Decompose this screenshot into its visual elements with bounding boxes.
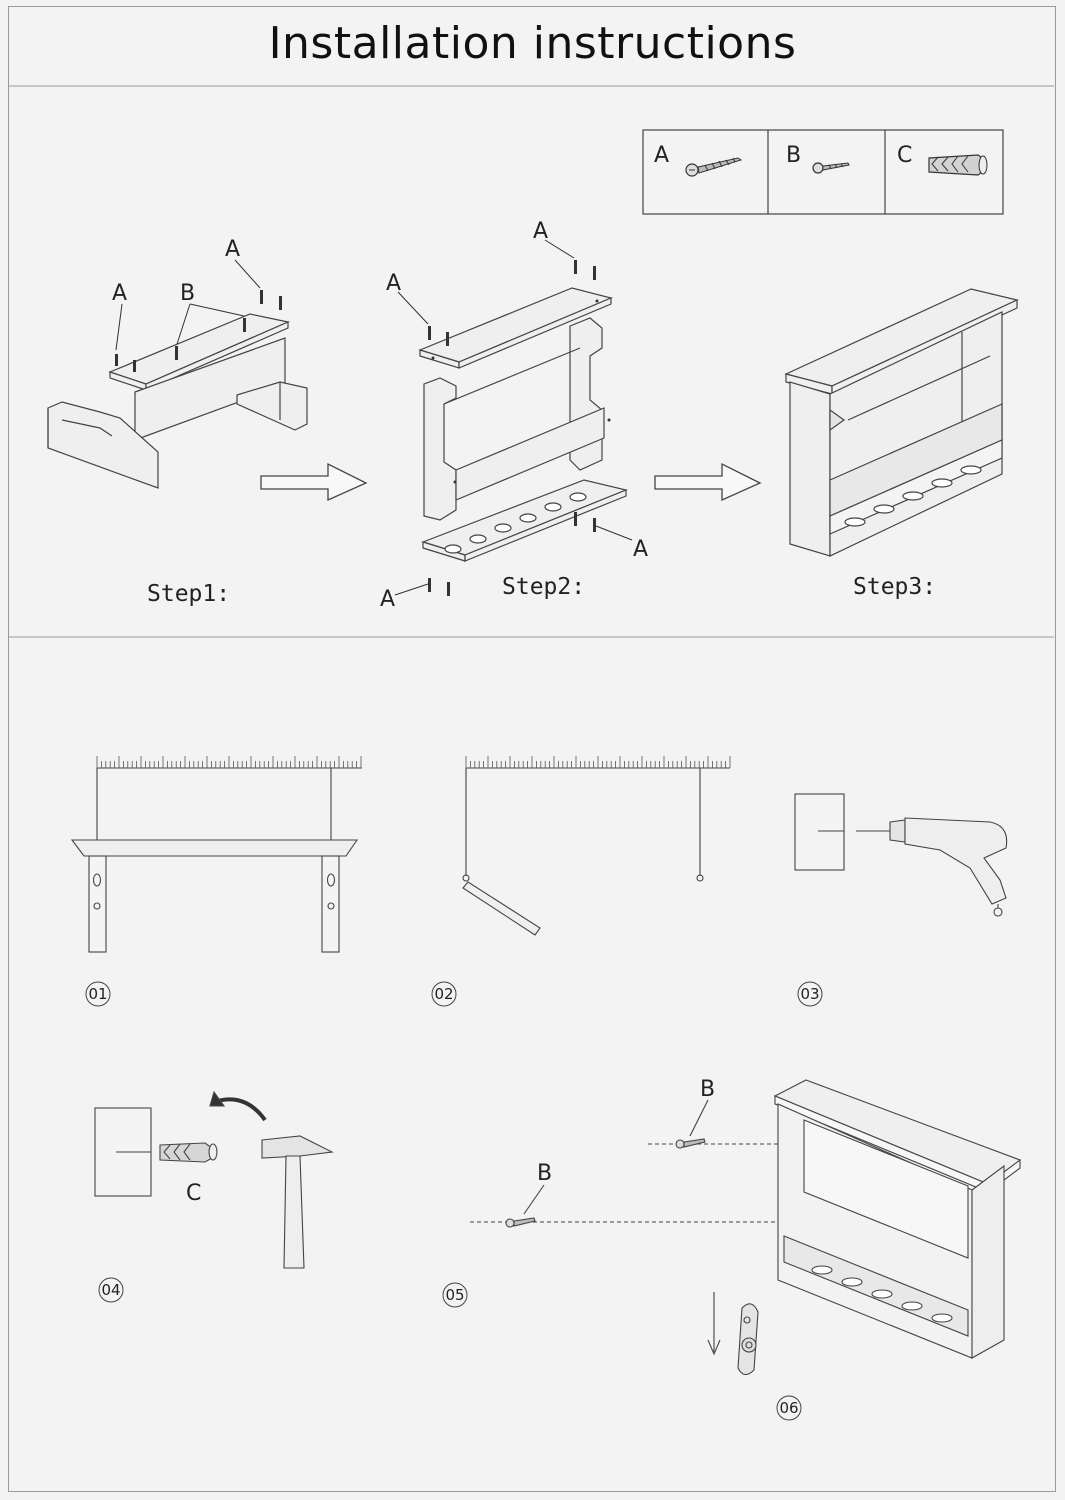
callout-a: A <box>112 281 127 306</box>
part-a-label: A <box>654 143 669 168</box>
hammer-icon <box>261 1135 334 1269</box>
step2-label: Step2: <box>502 574 585 600</box>
outer-frame <box>8 6 1056 1492</box>
substep-01-label: 01 <box>88 985 107 1003</box>
measuring-ruler <box>96 756 731 768</box>
substep-05-label: 05 <box>445 1286 464 1304</box>
arrow-right-icon <box>654 462 762 502</box>
substep-02-label: 02 <box>434 985 453 1003</box>
mounting-bracket-icon <box>737 1303 759 1376</box>
step3-diagram <box>784 288 1019 557</box>
substep-02-diagram <box>462 767 730 936</box>
arrow-right-icon <box>260 462 368 502</box>
part-c-label: C <box>897 143 912 168</box>
substep-06-label: 06 <box>779 1399 798 1417</box>
substep-04-diagram <box>94 1090 334 1269</box>
substep-04-label: 04 <box>101 1281 120 1299</box>
callout-a: A <box>386 271 401 296</box>
part-b-label: B <box>786 143 801 168</box>
screw-icon <box>685 157 743 177</box>
step-number-circle <box>98 1277 124 1303</box>
callout-a: A <box>380 587 395 612</box>
wall-anchor-icon <box>159 1142 218 1163</box>
parts-legend: A B C <box>642 129 1004 215</box>
step1-label: Step1: <box>147 581 230 607</box>
callout-b: B <box>537 1161 552 1186</box>
step-number-circle <box>442 1282 468 1308</box>
callout-a: A <box>633 537 648 562</box>
substep-01-diagram <box>70 767 362 953</box>
wall-anchor-icon <box>928 154 988 176</box>
callout-b: B <box>700 1077 715 1102</box>
step-number-circle <box>797 981 823 1007</box>
callout-c: C <box>186 1181 201 1206</box>
step-number-circle <box>776 1395 802 1421</box>
substep-05-diagram <box>470 1079 1022 1376</box>
short-screw-icon <box>505 1217 536 1228</box>
page-title: Installation instructions <box>268 18 797 69</box>
callout-a: A <box>533 219 548 244</box>
substep-03-label: 03 <box>800 985 819 1003</box>
step3-label: Step3: <box>853 574 936 600</box>
callout-a: A <box>225 237 240 262</box>
callout-b: B <box>180 281 195 306</box>
step2-diagram <box>394 239 633 596</box>
drill-icon <box>856 817 1008 917</box>
short-screw-icon <box>675 1138 706 1149</box>
substep-03-diagram <box>794 793 1008 917</box>
step1-diagram <box>47 259 308 489</box>
short-screw-icon <box>812 162 850 174</box>
step-number-circle <box>85 981 111 1007</box>
step-number-circle <box>431 981 457 1007</box>
